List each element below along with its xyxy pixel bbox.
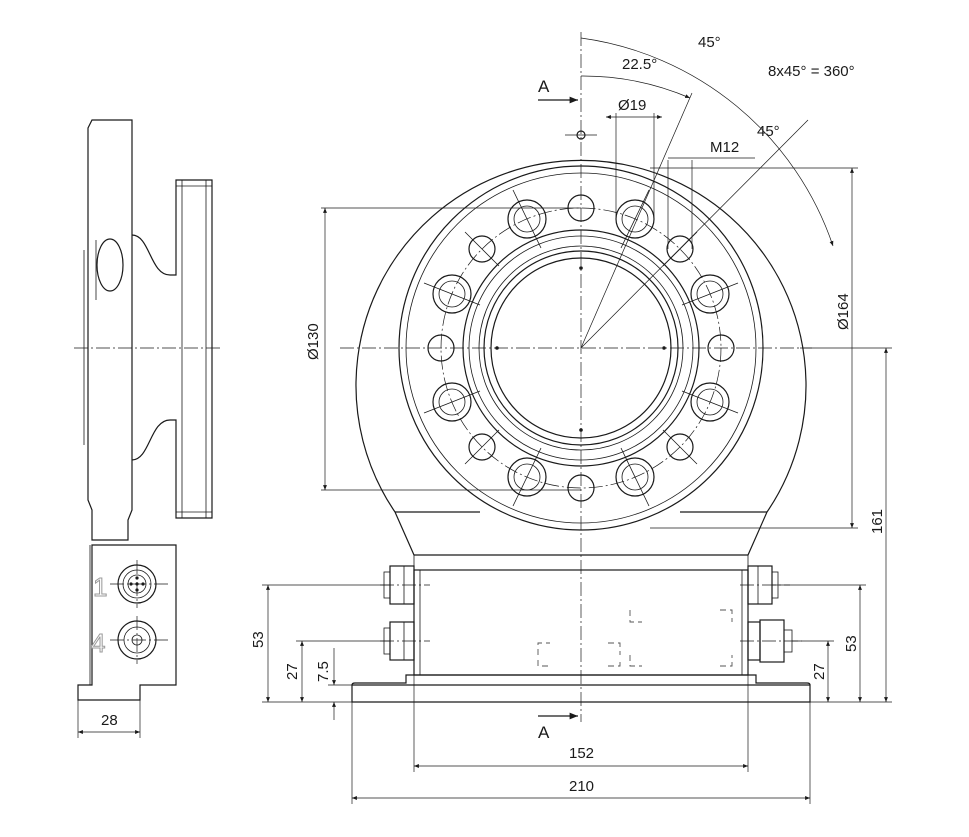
dim-28: 28 (101, 712, 118, 729)
section-a-top: A (538, 77, 550, 96)
dim-53-right: 53 (843, 635, 860, 652)
dim-angle-45-top: 45° (698, 34, 721, 51)
dim-dia-164: Ø164 (835, 293, 852, 330)
dim-thread: M12 (710, 139, 739, 156)
through-hole-icon (432, 199, 730, 497)
side-view: 1 4 28 (74, 119, 220, 738)
dim-53-left: 53 (250, 631, 267, 648)
dim-angle-22-5: 22.5° (622, 56, 657, 73)
section-a-bottom: A (538, 723, 550, 742)
connector-4-icon (110, 616, 170, 664)
connector-1-icon (110, 560, 170, 608)
dim-pattern: 8x45° = 360° (768, 63, 855, 80)
pin-1-label: 1 (93, 572, 107, 602)
dim-dia-130: Ø130 (305, 323, 322, 360)
hole-center-marks (423, 189, 739, 507)
connector-fitting-icon (383, 565, 800, 663)
dim-hole-dia: Ø19 (618, 97, 646, 114)
dim-27-right: 27 (811, 663, 828, 680)
dimensions: 45° 22.5° 8x45° = 360° 45° Ø19 M12 Ø130 … (250, 34, 892, 804)
dim-27-left: 27 (284, 663, 301, 680)
dim-210: 210 (569, 778, 594, 795)
dim-height-161: 161 (869, 509, 886, 534)
dim-152: 152 (569, 745, 594, 762)
pin-4-label: 4 (91, 628, 105, 658)
front-view (340, 32, 812, 722)
dim-7-5: 7.5 (315, 661, 332, 682)
dim-angle-45-hole: 45° (757, 123, 780, 140)
